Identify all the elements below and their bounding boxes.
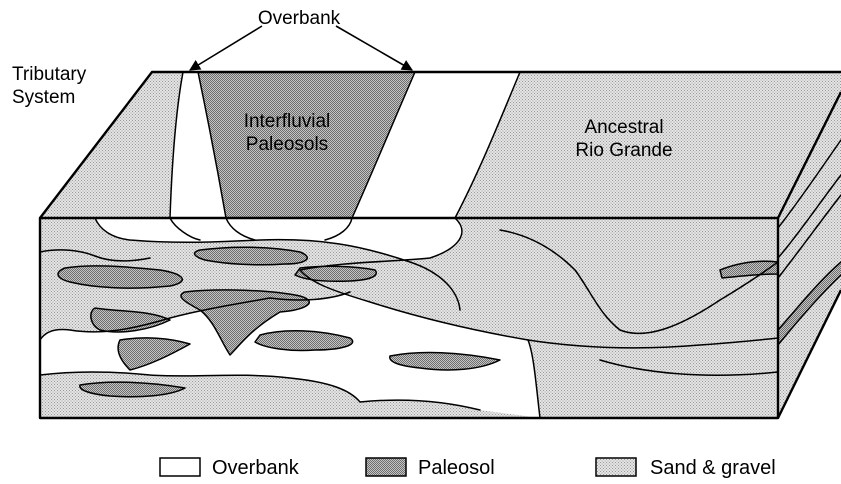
label-ancestral-line1: Ancestral xyxy=(584,117,663,138)
label-tributary-line1: Tributary xyxy=(12,64,87,85)
overbank-arrows xyxy=(190,26,412,70)
legend-label-paleosol: Paleosol xyxy=(418,457,495,479)
legend-label-overbank: Overbank xyxy=(212,457,300,479)
overbank-arrow-right xyxy=(336,26,412,70)
front-face xyxy=(40,218,778,418)
legend-swatch-paleosol xyxy=(366,458,406,476)
legend-label-sand-gravel: Sand & gravel xyxy=(650,457,776,479)
legend-swatch-sand-gravel xyxy=(596,458,636,476)
overbank-arrow-left xyxy=(190,26,262,70)
label-interfluvial-line1: Interfluvial xyxy=(244,111,331,132)
legend: Overbank Paleosol Sand & gravel xyxy=(160,457,776,479)
label-tributary-line2: System xyxy=(12,87,75,108)
label-interfluvial-line2: Paleosols xyxy=(246,134,328,155)
label-ancestral-line2: Rio Grande xyxy=(575,140,672,161)
top-face xyxy=(40,72,841,218)
legend-swatch-overbank xyxy=(160,458,200,476)
label-overbank-top: Overbank xyxy=(258,8,341,29)
